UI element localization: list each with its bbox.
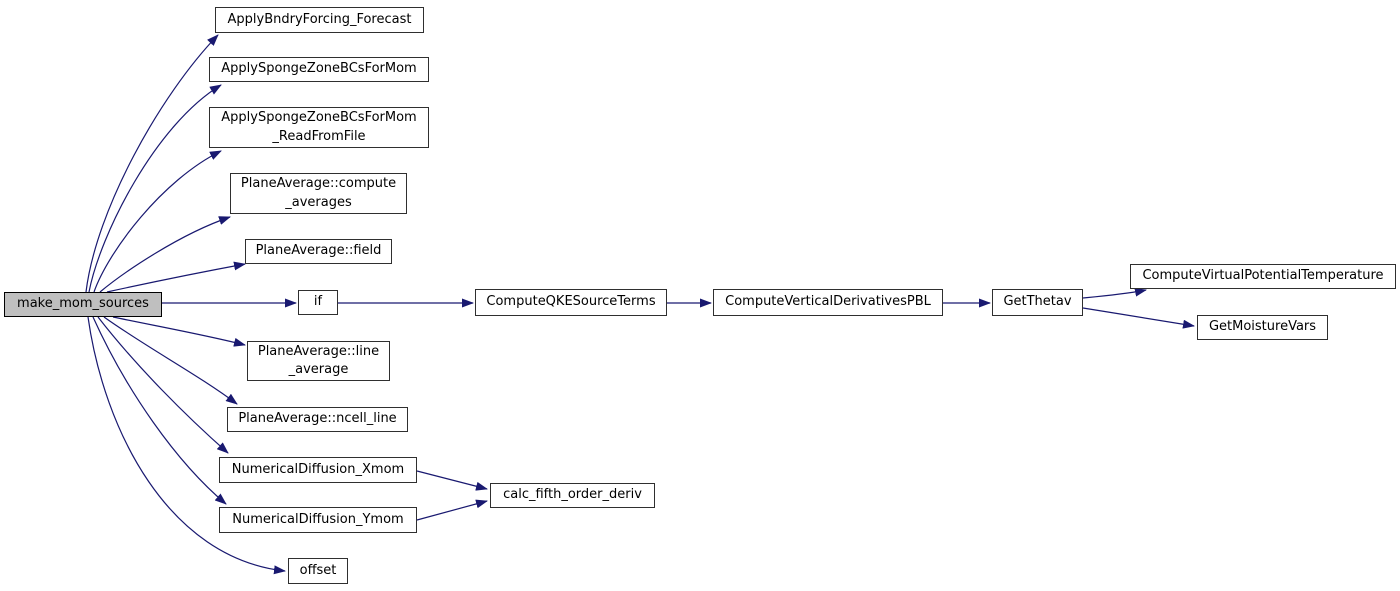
node-ComputeVirtualPotentialTemperature[interactable]: ComputeVirtualPotentialTemperature	[1130, 264, 1396, 289]
node-ApplySpongeZoneBCsForMom_ReadFromFile[interactable]: ApplySpongeZoneBCsForMom _ReadFromFile	[209, 107, 429, 148]
node-label: ApplySpongeZoneBCsForMom _ReadFromFile	[221, 110, 417, 144]
node-label: GetMoistureVars	[1208, 319, 1317, 335]
node-label: PlaneAverage::line _average	[257, 343, 380, 377]
edge-make_mom_sources-to-offset	[87, 316, 286, 575]
node-label: offset	[299, 562, 337, 578]
node-GetMoistureVars[interactable]: GetMoistureVars	[1197, 315, 1328, 340]
node-label: NumericalDiffusion_Ymom	[232, 511, 404, 527]
node-label: NumericalDiffusion_Xmom	[231, 461, 405, 477]
edge-make_mom_sources-to-NumericalDiffusion_Ymom	[92, 316, 227, 505]
node-NumericalDiffusion_Xmom[interactable]: NumericalDiffusion_Xmom	[219, 457, 417, 483]
edge-GetThetav-to-ComputeVirtualPotentialTemperature	[1082, 287, 1147, 299]
node-offset[interactable]: offset	[288, 558, 348, 584]
edge-make_mom_sources-to-ApplySpongeZoneBCsForMom_ReadFromFile	[93, 150, 222, 293]
edge-make_mom_sources-to-PlaneAverage_line_average	[112, 316, 246, 347]
node-ComputeVerticalDerivativesPBL[interactable]: ComputeVerticalDerivativesPBL	[713, 289, 943, 316]
node-label: ComputeVerticalDerivativesPBL	[725, 294, 931, 310]
node-label: PlaneAverage::ncell_line	[238, 411, 397, 427]
node-label: calc_fifth_order_deriv	[503, 487, 642, 503]
node-label: ApplySpongeZoneBCsForMom	[221, 61, 417, 77]
node-label: GetThetav	[1003, 294, 1072, 310]
edge-make_mom_sources-to-ApplySpongeZoneBCsForMom	[88, 84, 222, 293]
node-label: ComputeQKESourceTerms	[486, 294, 656, 310]
node-ApplyBndryForcing_Forecast[interactable]: ApplyBndryForcing_Forecast	[215, 7, 424, 33]
edge-GetThetav-to-GetMoistureVars	[1082, 307, 1195, 329]
node-calc_fifth_order_deriv[interactable]: calc_fifth_order_deriv	[490, 483, 655, 508]
edge-make_mom_sources-to-ApplyBndryForcing_Forecast	[85, 34, 219, 293]
edge-make_mom_sources-to-PlaneAverage_field	[106, 261, 246, 293]
node-PlaneAverage_line_average[interactable]: PlaneAverage::line _average	[247, 341, 390, 381]
node-label: ApplyBndryForcing_Forecast	[227, 11, 412, 27]
edge-make_mom_sources-to-PlaneAverage_compute_averages	[99, 216, 231, 293]
node-PlaneAverage_field[interactable]: PlaneAverage::field	[245, 239, 392, 264]
node-PlaneAverage_compute_averages[interactable]: PlaneAverage::compute _averages	[230, 173, 407, 214]
node-ComputeQKESourceTerms[interactable]: ComputeQKESourceTerms	[475, 289, 667, 316]
node-NumericalDiffusion_Ymom[interactable]: NumericalDiffusion_Ymom	[219, 507, 417, 533]
node-PlaneAverage_ncell_line[interactable]: PlaneAverage::ncell_line	[227, 407, 408, 432]
node-make_mom_sources[interactable]: make_mom_sources	[4, 292, 162, 317]
edge-NumericalDiffusion_Xmom-to-calc_fifth_order_deriv	[416, 470, 488, 491]
edge-make_mom_sources-to-PlaneAverage_ncell_line	[103, 316, 238, 405]
node-label: PlaneAverage::compute _averages	[240, 176, 397, 210]
node-if[interactable]: if	[298, 290, 338, 315]
edge-NumericalDiffusion_Ymom-to-calc_fifth_order_deriv	[416, 499, 488, 521]
node-label: ComputeVirtualPotentialTemperature	[1142, 268, 1384, 284]
node-ApplySpongeZoneBCsForMom[interactable]: ApplySpongeZoneBCsForMom	[209, 57, 429, 82]
node-label: PlaneAverage::field	[255, 243, 382, 259]
node-label: if	[313, 294, 323, 310]
node-label: make_mom_sources	[17, 296, 149, 312]
node-GetThetav[interactable]: GetThetav	[992, 289, 1083, 316]
edge-make_mom_sources-to-NumericalDiffusion_Xmom	[97, 316, 229, 454]
